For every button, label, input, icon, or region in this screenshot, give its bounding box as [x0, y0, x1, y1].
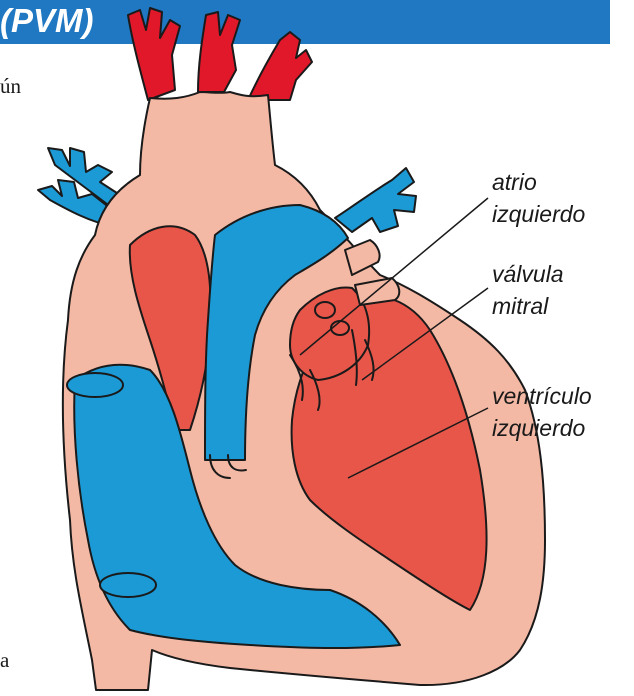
label-valvula-line1: válvula [492, 258, 564, 290]
label-valvula-mitral: válvula mitral [492, 258, 564, 322]
pulmonary-valve [100, 573, 156, 597]
aortic-branches [128, 8, 312, 100]
label-ventriculo-line2: izquierdo [492, 412, 592, 444]
tricuspid-valve [67, 373, 123, 397]
mitral-valve-upper [315, 302, 335, 318]
label-atrio-line2: izquierdo [492, 198, 585, 230]
label-ventriculo-izquierdo: ventrículo izquierdo [492, 380, 592, 444]
label-atrio-line1: atrio [492, 166, 585, 198]
label-valvula-line2: mitral [492, 290, 564, 322]
label-ventriculo-line1: ventrículo [492, 380, 592, 412]
pulmonary-vessel-right [335, 168, 416, 232]
mitral-valve-lower [331, 321, 349, 335]
label-atrio-izquierdo: atrio izquierdo [492, 166, 585, 230]
